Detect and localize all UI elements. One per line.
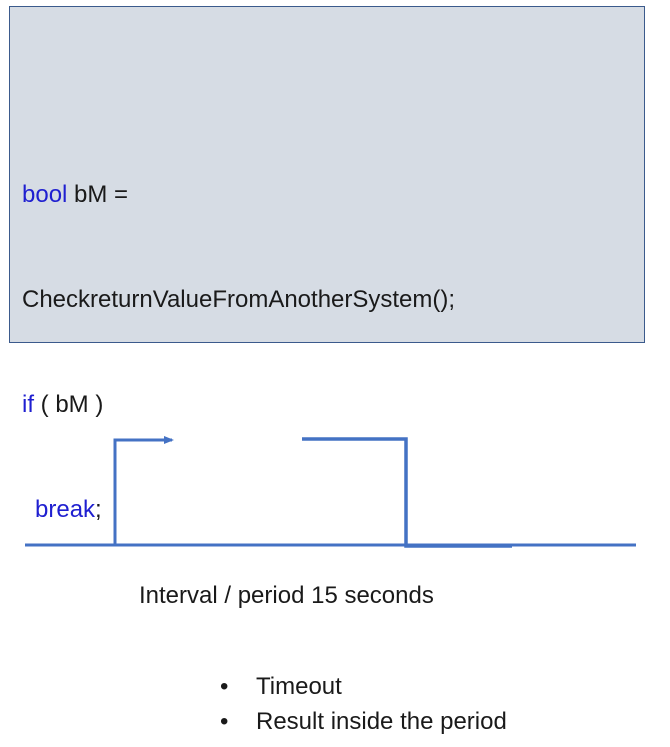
code-line-4-text: ; [95, 496, 102, 523]
rising-edge-arrow [113, 436, 174, 545]
code-box: bool bM = CheckreturnValueFromAnotherSys… [9, 6, 645, 523]
outcome-list: • Timeout • Result inside the period [220, 669, 507, 739]
keyword-bool: bool [22, 181, 68, 208]
interval-caption: Interval / period 15 seconds [139, 582, 434, 609]
code-line-3-text: ( bM ) [34, 391, 104, 418]
list-item: • Result inside the period [220, 704, 507, 739]
keyword-if: if [22, 391, 34, 418]
code-line-1: bool bM = [22, 177, 455, 212]
code-line-1-text: bM = [67, 181, 129, 208]
pulse-falling-edge [302, 437, 512, 548]
code-snippet: bool bM = CheckreturnValueFromAnotherSys… [22, 107, 455, 597]
code-line-4: break; [22, 492, 455, 527]
code-line-2: CheckreturnValueFromAnotherSystem(); [22, 286, 456, 313]
bullet-text: Result inside the period [256, 708, 507, 735]
list-item: • Timeout [220, 669, 507, 704]
bullet-text: Timeout [256, 673, 342, 700]
bullet-icon: • [220, 708, 229, 735]
code-line-3: if ( bM ) [22, 387, 455, 422]
keyword-break: break [35, 496, 96, 523]
bullet-icon: • [220, 673, 229, 700]
